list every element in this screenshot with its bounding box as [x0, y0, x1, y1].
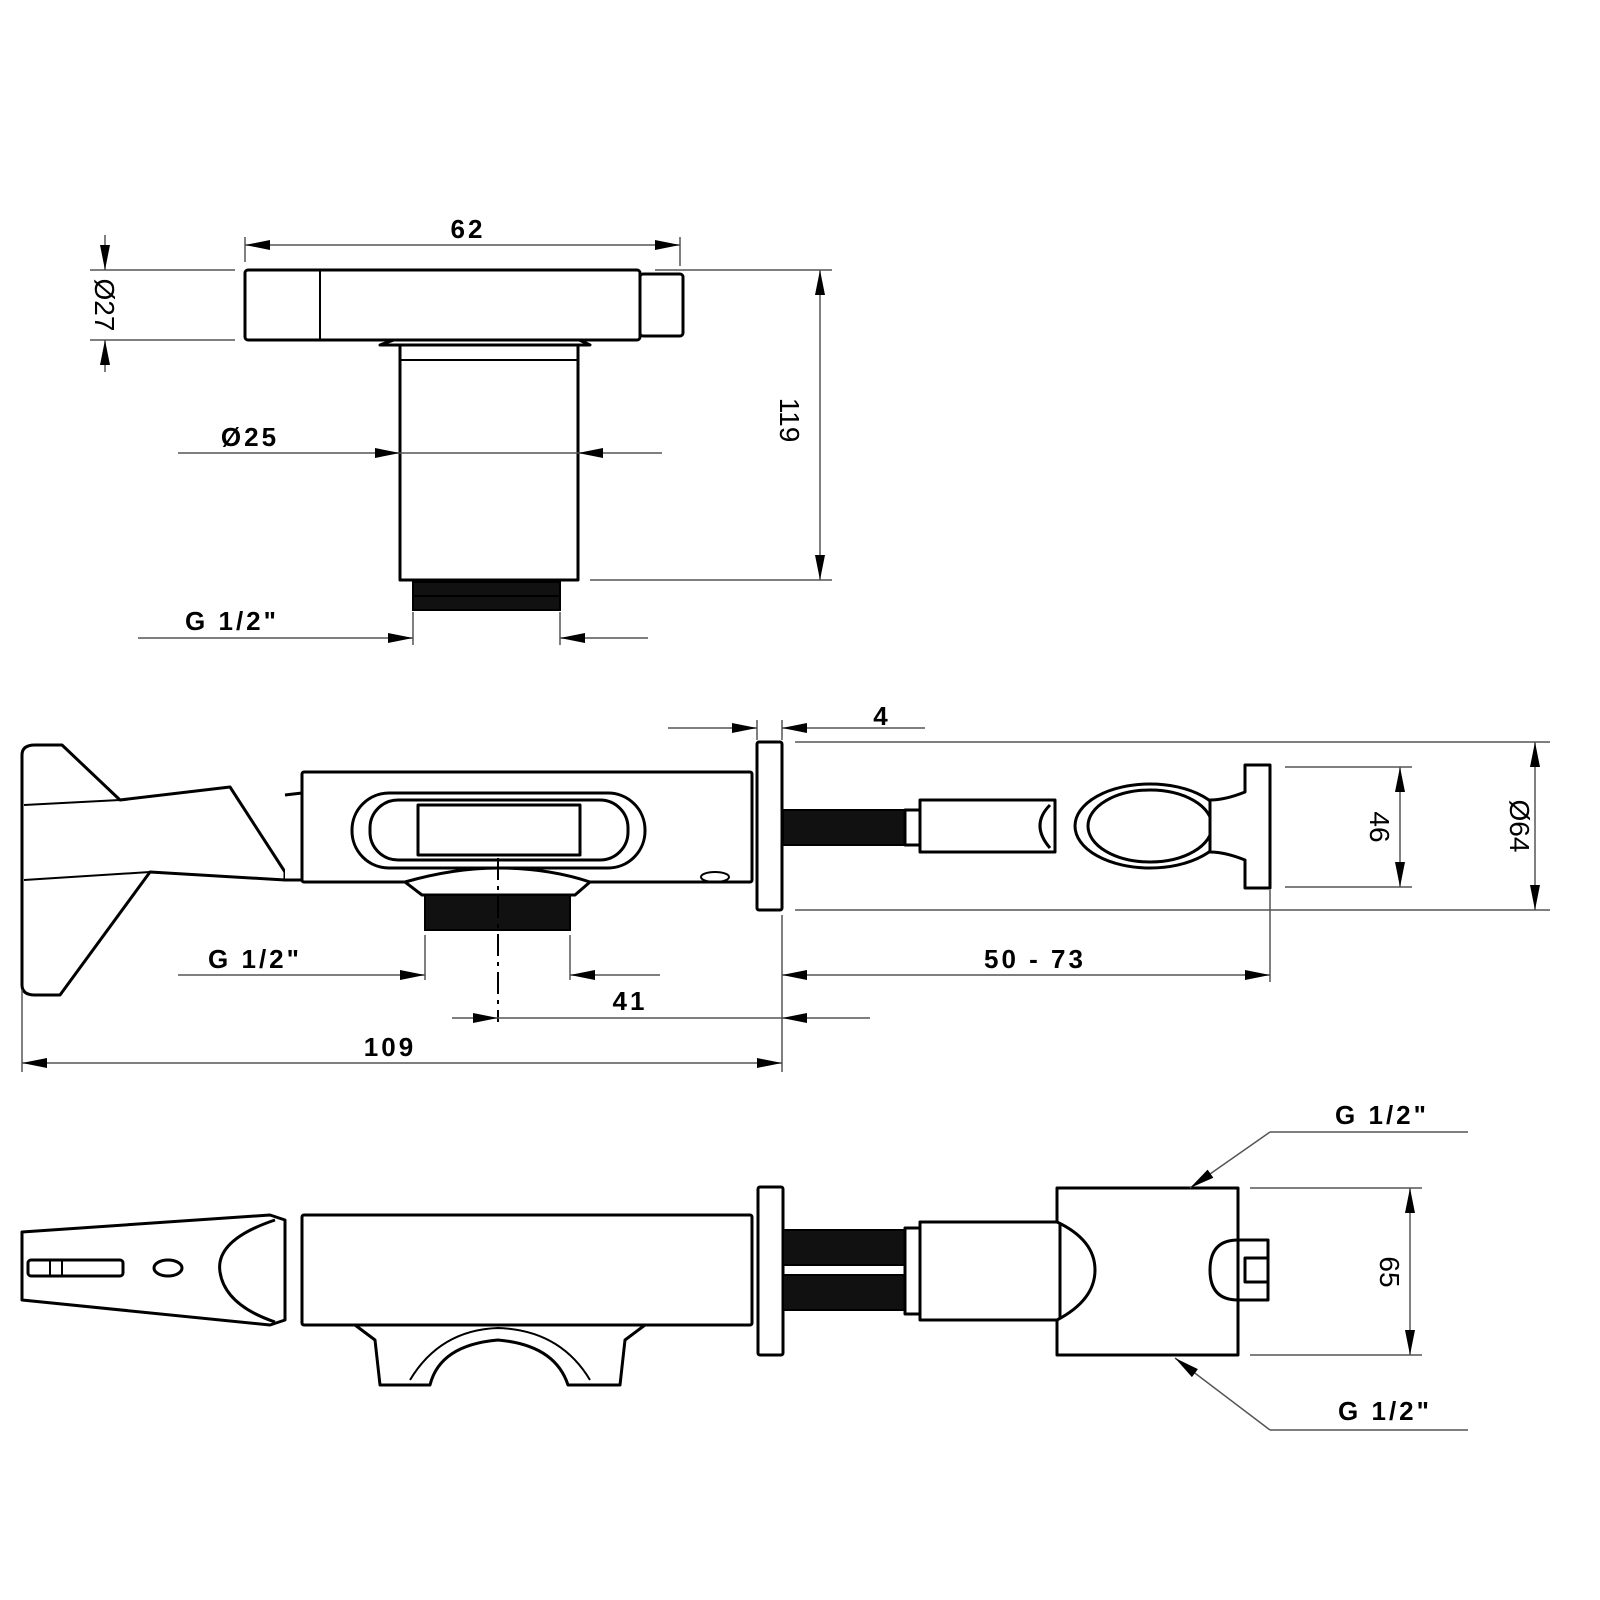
dim-dia27-label: Ø27	[89, 279, 120, 332]
valve-stem	[398, 343, 580, 582]
thread-bottom-leader-label: G 1/2"	[1338, 1396, 1432, 1426]
dim-dia25-label: Ø25	[221, 422, 279, 452]
wall-flange-bottom	[756, 1185, 785, 1357]
mount-rod-lower	[782, 1274, 906, 1311]
holder-cylinder-bottom	[918, 1220, 1062, 1322]
dim-thread-side-label: G 1/2"	[208, 944, 302, 974]
dim-4-label: 4	[873, 701, 890, 731]
bottom-view: 65 G 1/2" G 1/2"	[20, 1100, 1468, 1431]
dim-46-label: 46	[1364, 811, 1395, 842]
valve-body-bottom	[300, 1213, 754, 1327]
dim-50-73-label: 50 - 73	[984, 944, 1086, 974]
holder-plate	[1208, 763, 1272, 890]
wall-flange	[755, 740, 784, 912]
holder-ring-inner	[1086, 788, 1214, 864]
slot-window	[416, 803, 582, 857]
side-view: 4 46 Ø64 G 1/2" 50 - 73 41	[20, 701, 1550, 1072]
handle-cap	[638, 272, 685, 338]
mount-rod	[782, 809, 911, 846]
dim-thread-top-label: G 1/2"	[185, 606, 279, 636]
dim-62-label: 62	[451, 214, 486, 244]
holder-block	[1055, 1186, 1240, 1357]
dim-119-label: 119	[774, 398, 805, 443]
holder-cylinder	[918, 798, 1057, 854]
dim-65-label: 65	[1374, 1256, 1405, 1287]
mount-rod-upper	[782, 1229, 906, 1266]
saddle-side	[403, 866, 592, 897]
dim-109-label: 109	[364, 1032, 416, 1062]
nozzle-hole	[152, 1258, 184, 1278]
nozzle-ring	[218, 1218, 276, 1324]
dim-dia64-label: Ø64	[1504, 800, 1535, 853]
top-view: 62 Ø27 Ø25 119 G 1/2"	[89, 214, 832, 645]
thread-top-leader-label: G 1/2"	[1335, 1100, 1429, 1130]
dim-41-label: 41	[613, 986, 648, 1016]
handle-bar	[243, 268, 642, 342]
screw-mark	[700, 871, 730, 883]
hose-hook	[353, 1323, 647, 1387]
